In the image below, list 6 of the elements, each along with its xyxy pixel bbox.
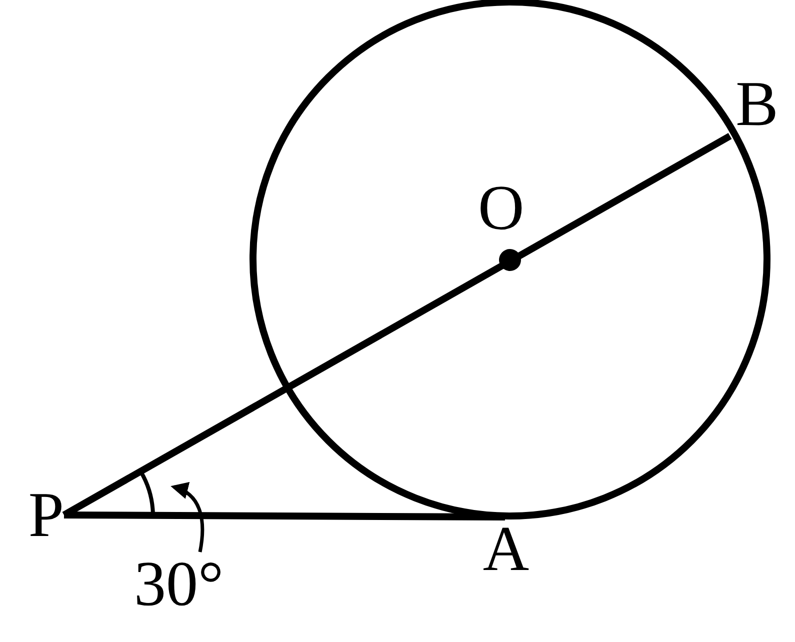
point-label: O: [478, 176, 524, 240]
point-label: P: [0, 483, 64, 547]
point-label: A: [474, 517, 538, 581]
angle-label: 30°: [134, 552, 224, 616]
line-segment: [64, 512, 506, 520]
point-label: B: [722, 72, 792, 136]
